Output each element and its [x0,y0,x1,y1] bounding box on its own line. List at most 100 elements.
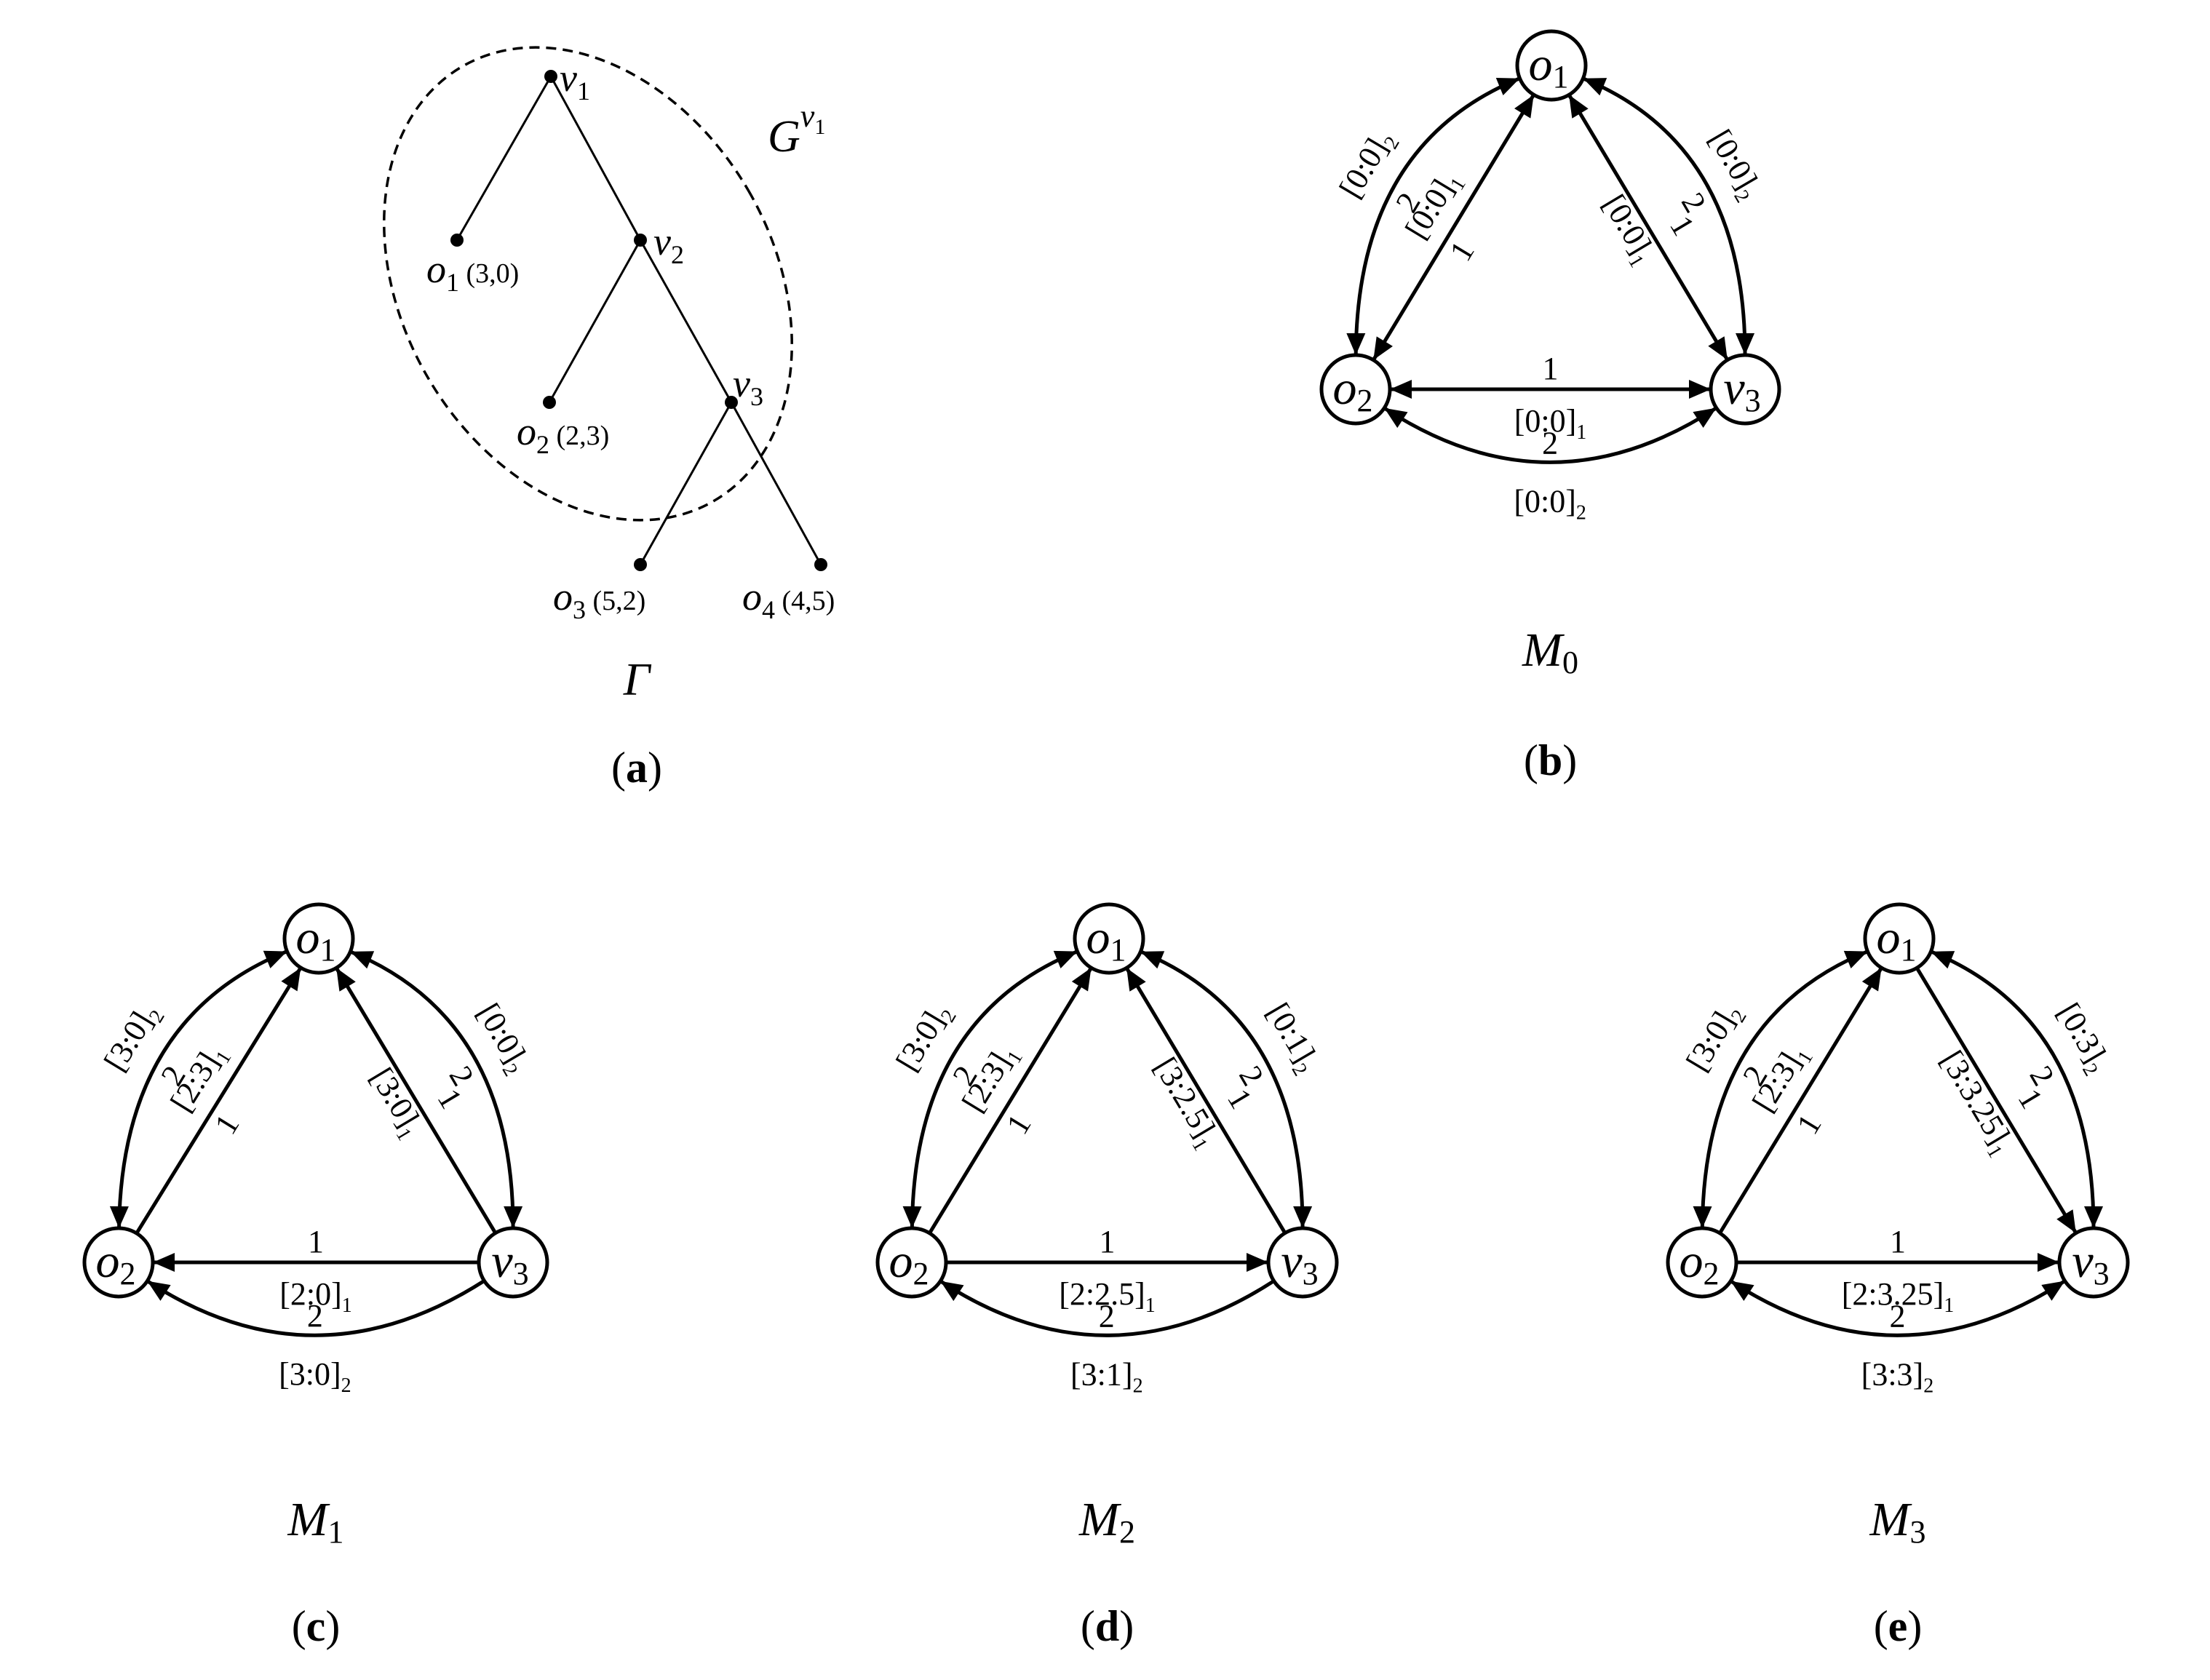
graph-node-label-v3: v3 [1281,1235,1318,1291]
edge-o1-v3-inner [335,967,497,1234]
edge-o1-o2-outer-arrow-b [1693,1206,1712,1229]
graph-node-v3 [1709,353,1781,426]
tree-node-label-o2: o2 (2,3) [517,410,609,459]
edge-o2-v3-outer-arrow-a [1730,1281,1754,1301]
caption-e: (e) [1874,1602,1923,1650]
edge-o2-v3-outer-arrow-b [1693,407,1717,428]
graph-node-label-o2: o2 [96,1235,136,1291]
edge-o1-o2-inner [135,966,303,1235]
graph-node-o1 [1073,902,1145,975]
graph-node-label-v3: v3 [1723,362,1760,418]
cluster-label: Gv1 [768,98,825,162]
graph-node-label-o2: o2 [1680,1235,1720,1291]
edge-o2-v3-inner-arrow-b [2038,1253,2059,1272]
cluster-ellipse [383,46,793,522]
edge-o2-v3-inner-weight: 1 [1100,1224,1116,1259]
edge-o1-v3-inner [1124,967,1287,1234]
edge-o1-v3-outer [1930,950,2096,1229]
edge-o2-v3-outer-label: [3:3]2 [1861,1356,1934,1397]
edge-o1-o2-inner-weight: 1 [1442,235,1481,267]
edge-o1-o2-inner-weight: 1 [1789,1108,1828,1140]
edge-o2-v3-inner-label: [2:3.25]1 [1842,1276,1955,1317]
edge-o1-o2-outer-arrow-a [263,950,287,968]
caption-a: (a) [611,744,662,792]
edge-o1-v3-outer-arrow-a [1140,951,1165,969]
edge-o1-v3-inner-arrow-a [1569,95,1589,119]
edge-o1-o2-inner-arrow-a [1514,95,1534,119]
edge-o1-o2-inner-arrow-a [281,967,301,992]
edge-o1-o2-outer-arrow-b [902,1206,922,1229]
edge-o1-v3-inner-arrow-b [1708,336,1728,360]
tree-node-o4 [814,558,827,571]
edge-o2-v3-outer [1383,406,1717,464]
edge-o1-v3-outer-arrow-b [1293,1206,1313,1228]
edge-o2-v3-outer-arrow-b [2041,1281,2065,1301]
graph-node-o2 [1666,1226,1738,1299]
edge-o2-v3-inner-weight: 1 [1890,1224,1906,1259]
graph-node-label-v3: v3 [2072,1235,2109,1291]
graph-node-label-o1: o1 [1086,911,1126,968]
edge-o1-o2-inner [1372,93,1535,362]
graph-node-v3 [2057,1226,2130,1299]
edge-o2-v3-inner-weight: 1 [1543,351,1559,386]
edge-o1-v3-outer-arrow-b [504,1206,523,1229]
graph-node-label-o1: o1 [1877,911,1917,968]
graph-node-v3 [1266,1226,1339,1299]
graph-node-label-v3: v3 [491,1235,528,1291]
panel-e-graph: [2:3]11[3:3.25]11[2:3.25]11[3:0]22[0:3]2… [1666,902,2130,1650]
graph-node-o2 [1319,353,1392,426]
tree-node-label-o1: o1 (3,0) [426,247,519,297]
edge-o2-v3-outer-weight: 2 [307,1298,323,1334]
edge-o1-v3-outer-arrow-b [1736,333,1755,355]
tree-node-label-o4: o4 (4,5) [742,575,835,624]
edge-o2-v3-outer-weight: 2 [1099,1298,1115,1334]
edge-o2-v3-inner-arrow-b [1689,380,1711,399]
edge-o2-v3-outer-arrow-a [1384,407,1408,429]
graph-node-o1 [1863,902,1936,975]
caption-b: (b) [1524,736,1577,784]
edge-o2-v3-outer-label: [3:1]2 [1070,1356,1143,1397]
edge-o1-o2-inner-arrow-a [1071,968,1092,992]
panel-c-graph: [2:3]11[3:0]11[2:0]11[3:0]22[0:0]22[3:0]… [82,902,549,1650]
tree-edge-v3-o4 [730,402,822,565]
model-label: M3 [1869,1493,1926,1550]
tree-edge-v2-v3 [639,239,733,403]
edge-o2-v3-outer [146,1279,485,1337]
edge-o1-o2-inner-weight: 1 [999,1108,1038,1140]
panel-b-graph: [0:0]11[0:0]11[0:0]11[0:0]22[0:0]22[0:0]… [1319,29,1781,784]
edge-o1-o2-outer [1354,76,1521,356]
edge-o1-v3-inner [1567,94,1730,361]
edge-o1-v3-outer-arrow-b [2084,1206,2104,1228]
graph-node-o1 [282,902,355,975]
tree-node-label-o3: o3 (5,2) [553,575,645,624]
tree-node-v3 [725,396,738,409]
edge-o1-v3-inner [1915,967,2078,1234]
edge-o1-v3-inner-label: [0:0]1 [1591,188,1664,271]
edge-o1-v3-outer [349,950,515,1229]
edge-o2-v3-outer [939,1279,1275,1337]
edge-o1-o2-outer [1700,950,1869,1229]
edge-o1-v3-outer-arrow-a [1931,951,1955,969]
tree-node-o1 [450,234,464,247]
graph-node-label-o1: o1 [1529,38,1569,95]
tree-node-label-v2: v2 [653,220,684,269]
tree-edge-v2-o2 [548,239,642,403]
edge-o1-v3-inner-label: [3:0]1 [359,1062,432,1144]
edge-o1-v3-inner-arrow-a [336,968,356,992]
tree-edge-v1-o1 [456,76,552,241]
tree-node-v2 [634,234,647,247]
tree-node-label-v1: v1 [560,56,590,106]
edge-o1-v3-inner-label: [3:3.25]1 [1929,1044,2022,1161]
edge-o2-v3-outer-label: [0:0]2 [1514,483,1586,524]
caption-c: (c) [292,1602,341,1650]
edge-o1-o2-outer-arrow-b [109,1206,129,1229]
edge-o2-v3-inner-label: [0:0]1 [1514,403,1587,444]
edge-o1-o2-outer-arrow-a [1843,950,1868,969]
edge-o1-o2-inner [928,966,1093,1235]
model-label: M1 [287,1493,344,1550]
graph-node-label-o1: o1 [296,911,336,968]
edge-o1-v3-outer-arrow-a [350,951,375,969]
edge-o1-o2-outer [910,950,1078,1229]
edge-o1-o2-inner [1718,966,1883,1235]
